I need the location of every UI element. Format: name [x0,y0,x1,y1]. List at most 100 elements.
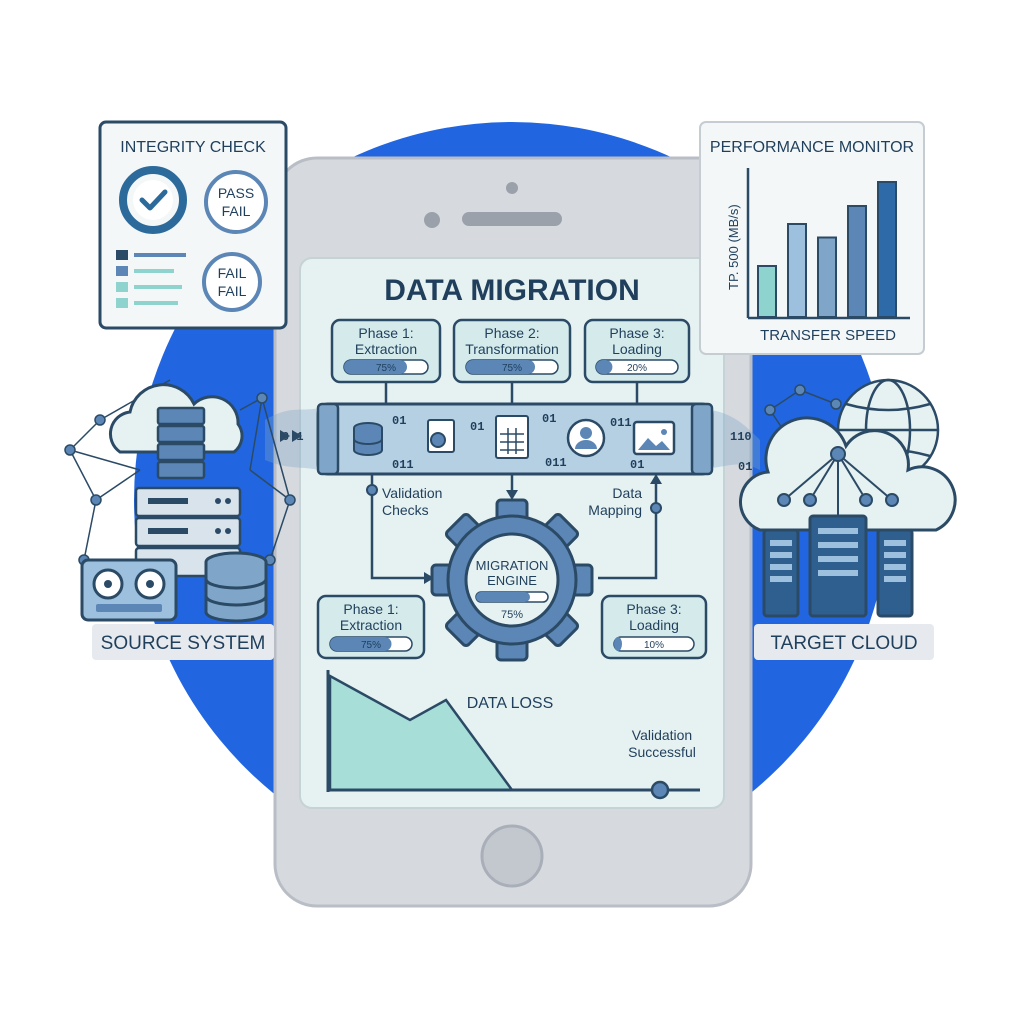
network-node-icons [783,453,893,520]
validation-checks-label: Validation [382,485,442,501]
source-label-box [92,624,274,660]
progress-label: 75% [361,640,381,651]
network-icon [69,379,291,561]
progress-label: 75% [376,363,396,374]
phase-card-extraction-top[interactable]: Phase 1: Extraction 75% [330,318,442,384]
phase-card-name: Extraction [340,617,402,633]
integrity-check-panel: INTEGRITY CHECK PASS FAIL FAIL FAIL [98,120,288,330]
chart-bar [817,236,837,318]
engine-title: ENGINE [487,573,537,588]
binary-stream-text: 01 [630,458,644,472]
connector-node [366,484,378,496]
data-mapping-label: Data [612,485,642,501]
page-title: DATA MIGRATION [384,274,640,307]
checkmark-icon [119,166,187,234]
phase-card-loading-bottom[interactable]: Phase 3: Loading 10% [600,594,708,660]
progress-label: 10% [644,640,664,651]
badge-text: FAIL [218,265,247,281]
phase-card-name: Loading [612,341,662,357]
chart-bars [757,181,897,318]
server-icon [156,406,206,480]
phase-card-transformation-top[interactable]: Phase 2: Transformation 75% [452,318,572,384]
migration-engine[interactable]: MIGRATION ENGINE 75% [430,498,594,662]
source-system-label: SOURCE SYSTEM [101,633,266,654]
validation-checks-label: Checks [382,502,429,518]
badge-text: PASS [218,185,254,201]
phase-card-loading-top[interactable]: Phase 3: Loading 20% [583,318,691,384]
cloud-node-icons [777,446,899,507]
phase-card-title: Phase 1: [358,325,413,341]
spreadsheet-icon [495,415,529,459]
tape-drive-icon [80,558,178,622]
chart-bar [787,223,807,318]
validation-flow-arrow [370,474,424,580]
server-slot-icons [770,528,906,582]
progress-label: 75% [502,363,522,374]
checklist [116,250,186,308]
phase-card-name: Loading [629,617,679,633]
source-system: SOURCE SYSTEM [64,379,302,660]
progress-fill [330,637,392,651]
binary-stream-text: 01 [542,412,556,426]
rack-slot-icons [148,498,231,534]
engine-title: MIGRATION [476,558,549,573]
chart-bar [877,181,897,318]
arrowhead [650,474,662,484]
connector-node [650,502,662,514]
progress-fill [476,592,530,602]
network-node-icons [764,384,842,416]
database-icon [204,551,268,623]
phase-card-extraction-bottom[interactable]: Phase 1: Extraction 75% [316,594,426,660]
progress-fill [596,360,613,374]
document-gear-icon [427,419,455,453]
validation-success-label: Successful [628,744,696,760]
cloud-icon [739,416,957,532]
binary-stream-text: 110 [730,430,752,444]
phase-card-title: Phase 3: [626,601,681,617]
progress-fill [614,637,622,651]
source-arrows-icon [280,430,302,442]
phase-card-title: Phase 3: [609,325,664,341]
progress-fill [466,360,535,374]
binary-stream-text: 01 [392,414,406,428]
binary-stream-text: 011 [610,416,632,430]
progress-label: 75% [501,609,523,621]
home-button[interactable] [480,824,544,888]
progress-fill [344,360,407,374]
target-cloud: TARGET CLOUD [739,378,957,660]
phase-card-name: Extraction [355,341,417,357]
fail-badge: FAIL FAIL [202,252,262,312]
database-icon [353,422,383,456]
chart-bar [757,265,777,318]
binary-stream-text: 011 [392,458,414,472]
validation-success-label: Validation [632,727,692,743]
target-cloud-label: TARGET CLOUD [770,633,917,654]
server-tower-icon [762,514,914,618]
phase-card-title: Phase 1: [343,601,398,617]
performance-monitor-title: PERFORMANCE MONITOR [710,139,914,156]
data-loss-chart: DATA LOSS Validation Successful [326,670,700,800]
data-mapping-label: Mapping [588,502,642,518]
image-icon [632,420,676,456]
data-pipeline: 01 011 01 011 01 011 01 0 1 110 01 [265,402,760,476]
validation-marker [650,780,670,800]
data-loss-area [328,673,515,792]
arrowhead [506,490,518,500]
arrowhead [424,572,434,584]
chart-y-axis-label: TP. 500 (MB/s) [726,204,741,290]
progress-label: 20% [627,363,647,374]
binary-stream-text: 011 [545,456,567,470]
user-icon [566,418,606,458]
binary-stream-text: 01 [738,460,752,474]
phase-card-name: Transformation [465,341,559,357]
target-label-box [754,624,934,660]
badge-text: FAIL [222,203,251,219]
integrity-check-title: INTEGRITY CHECK [120,139,266,156]
chart-x-axis-label: TRANSFER SPEED [760,327,896,344]
performance-monitor-panel: PERFORMANCE MONITOR TP. 500 (MB/s) TRANS… [699,121,925,355]
phase-card-title: Phase 2: [484,325,539,341]
data-loss-label: DATA LOSS [467,695,554,712]
chart-bar [847,205,867,318]
binary-stream-text: 01 [470,420,484,434]
